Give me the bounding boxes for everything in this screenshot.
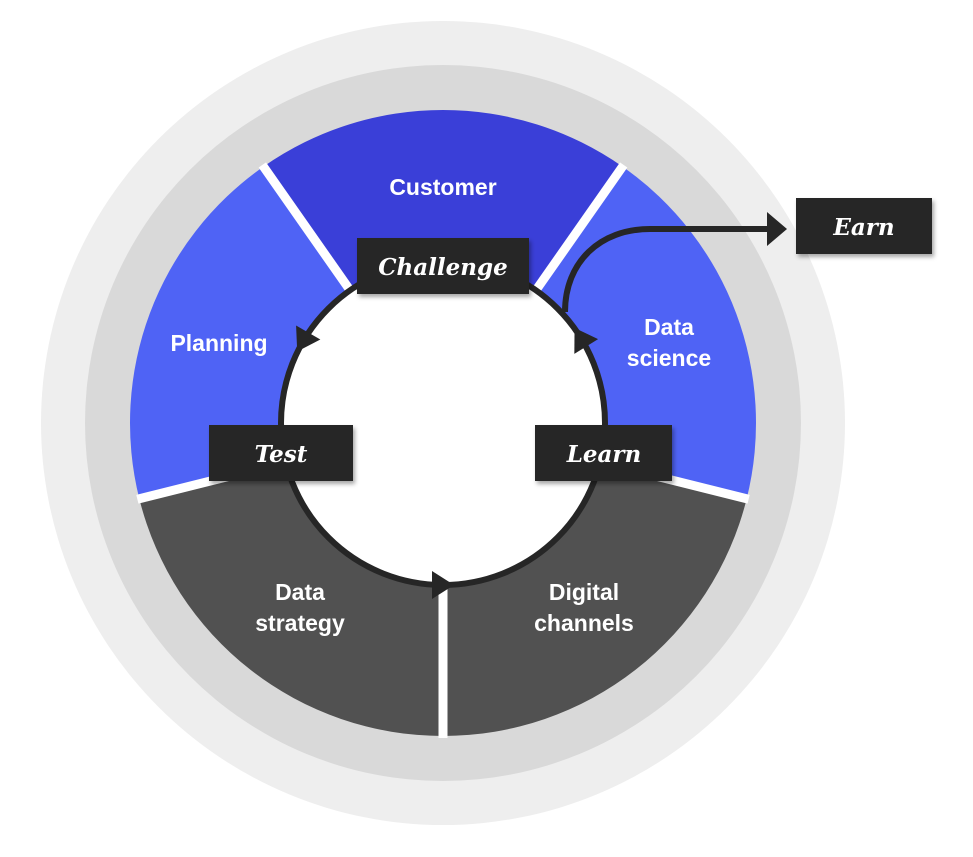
label-customer: Customer (389, 174, 496, 200)
segment-customer (263, 109, 623, 292)
step-box-learn-bg (535, 425, 672, 481)
cycle-arrowhead-bottom (432, 571, 454, 599)
segment-digital-channels (443, 461, 747, 736)
segment-data-strategy (139, 461, 444, 736)
step-box-earn-bg (796, 198, 932, 254)
step-box-test (209, 425, 353, 481)
label-digital-channels-line1: Digital (549, 579, 619, 605)
cycle-arrowhead-planning (296, 325, 321, 352)
step-box-test-bg (209, 425, 353, 481)
earn-arrow-head (767, 212, 787, 246)
segment-planning (129, 166, 352, 499)
step-label-test: Test (255, 441, 308, 468)
cycle-arrowhead-data-science (574, 327, 599, 354)
earn-arrow-line (562, 226, 780, 313)
center-circle (280, 260, 606, 586)
label-planning: Planning (170, 330, 267, 356)
label-digital-channels-line2: channels (534, 610, 634, 636)
step-box-challenge-bg (357, 238, 529, 294)
step-box-learn (535, 425, 672, 481)
segment-separator (528, 162, 628, 298)
step-box-challenge (357, 238, 529, 294)
label-data-strategy-line2: strategy (255, 610, 345, 636)
step-label-learn: Learn (566, 441, 642, 468)
step-label-earn: Earn (832, 214, 894, 241)
label-data-science-line1: Data (644, 314, 694, 340)
step-label-challenge: Challenge (378, 254, 507, 281)
label-data-science-line2: science (627, 345, 711, 371)
label-data-strategy-line1: Data (275, 579, 325, 605)
segment-separator (258, 162, 358, 298)
step-box-earn (796, 198, 932, 254)
